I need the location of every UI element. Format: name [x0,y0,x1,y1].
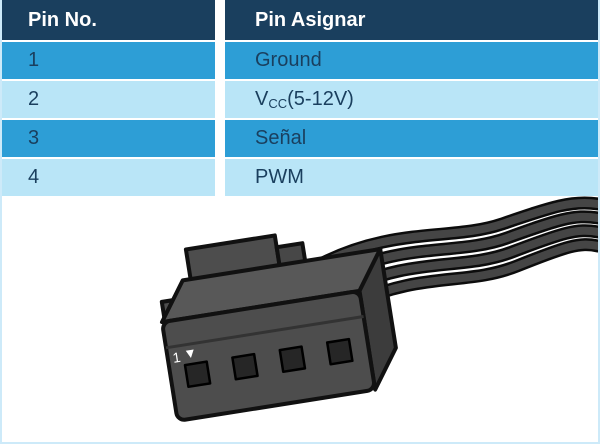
pin-hole-3 [278,345,307,374]
wire [328,212,598,282]
pin-hole-4 [325,337,354,366]
connector-wires [310,196,598,311]
vcc-suffix: (5-12V) [287,88,354,110]
column-divider [215,42,225,79]
table-row: 4 PWM [2,159,598,196]
pin-number-cell: 4 [2,159,215,196]
pin-number-cell: 3 [2,120,215,157]
pin-hole-2 [231,352,259,381]
pin-assign-cell: PWM [225,159,598,196]
pin-hole-1 [183,360,212,389]
table-header-row: Pin No. Pin Asignar [2,0,598,40]
column-divider [215,159,225,196]
column-divider [215,120,225,157]
pin1-arrow-icon [185,349,194,359]
pin-holes [183,337,354,389]
pin-number-cell: 2 [2,81,215,118]
wire [313,198,598,270]
fan-connector-illustration: 1 [159,196,598,422]
connector-body: 1 [159,233,398,422]
wire [338,226,598,295]
column-divider [215,0,225,40]
connector-illustration-area: 1 [2,196,598,442]
vcc-subscript: CC [268,96,288,111]
pin-assign-cell: Señal [225,120,598,157]
column-divider [215,81,225,118]
header-pin-assign: Pin Asignar [225,0,598,40]
header-pin-no: Pin No. [2,0,215,40]
table-row: 3 Señal [2,120,598,157]
pin-number-cell: 1 [2,42,215,79]
vcc-base: V [255,88,269,110]
pin1-label: 1 [171,349,181,366]
front-ridge [165,315,364,350]
pin-assign-cell: Ground [225,42,598,79]
wire [348,240,598,308]
table-row: 1 Ground [2,42,598,79]
